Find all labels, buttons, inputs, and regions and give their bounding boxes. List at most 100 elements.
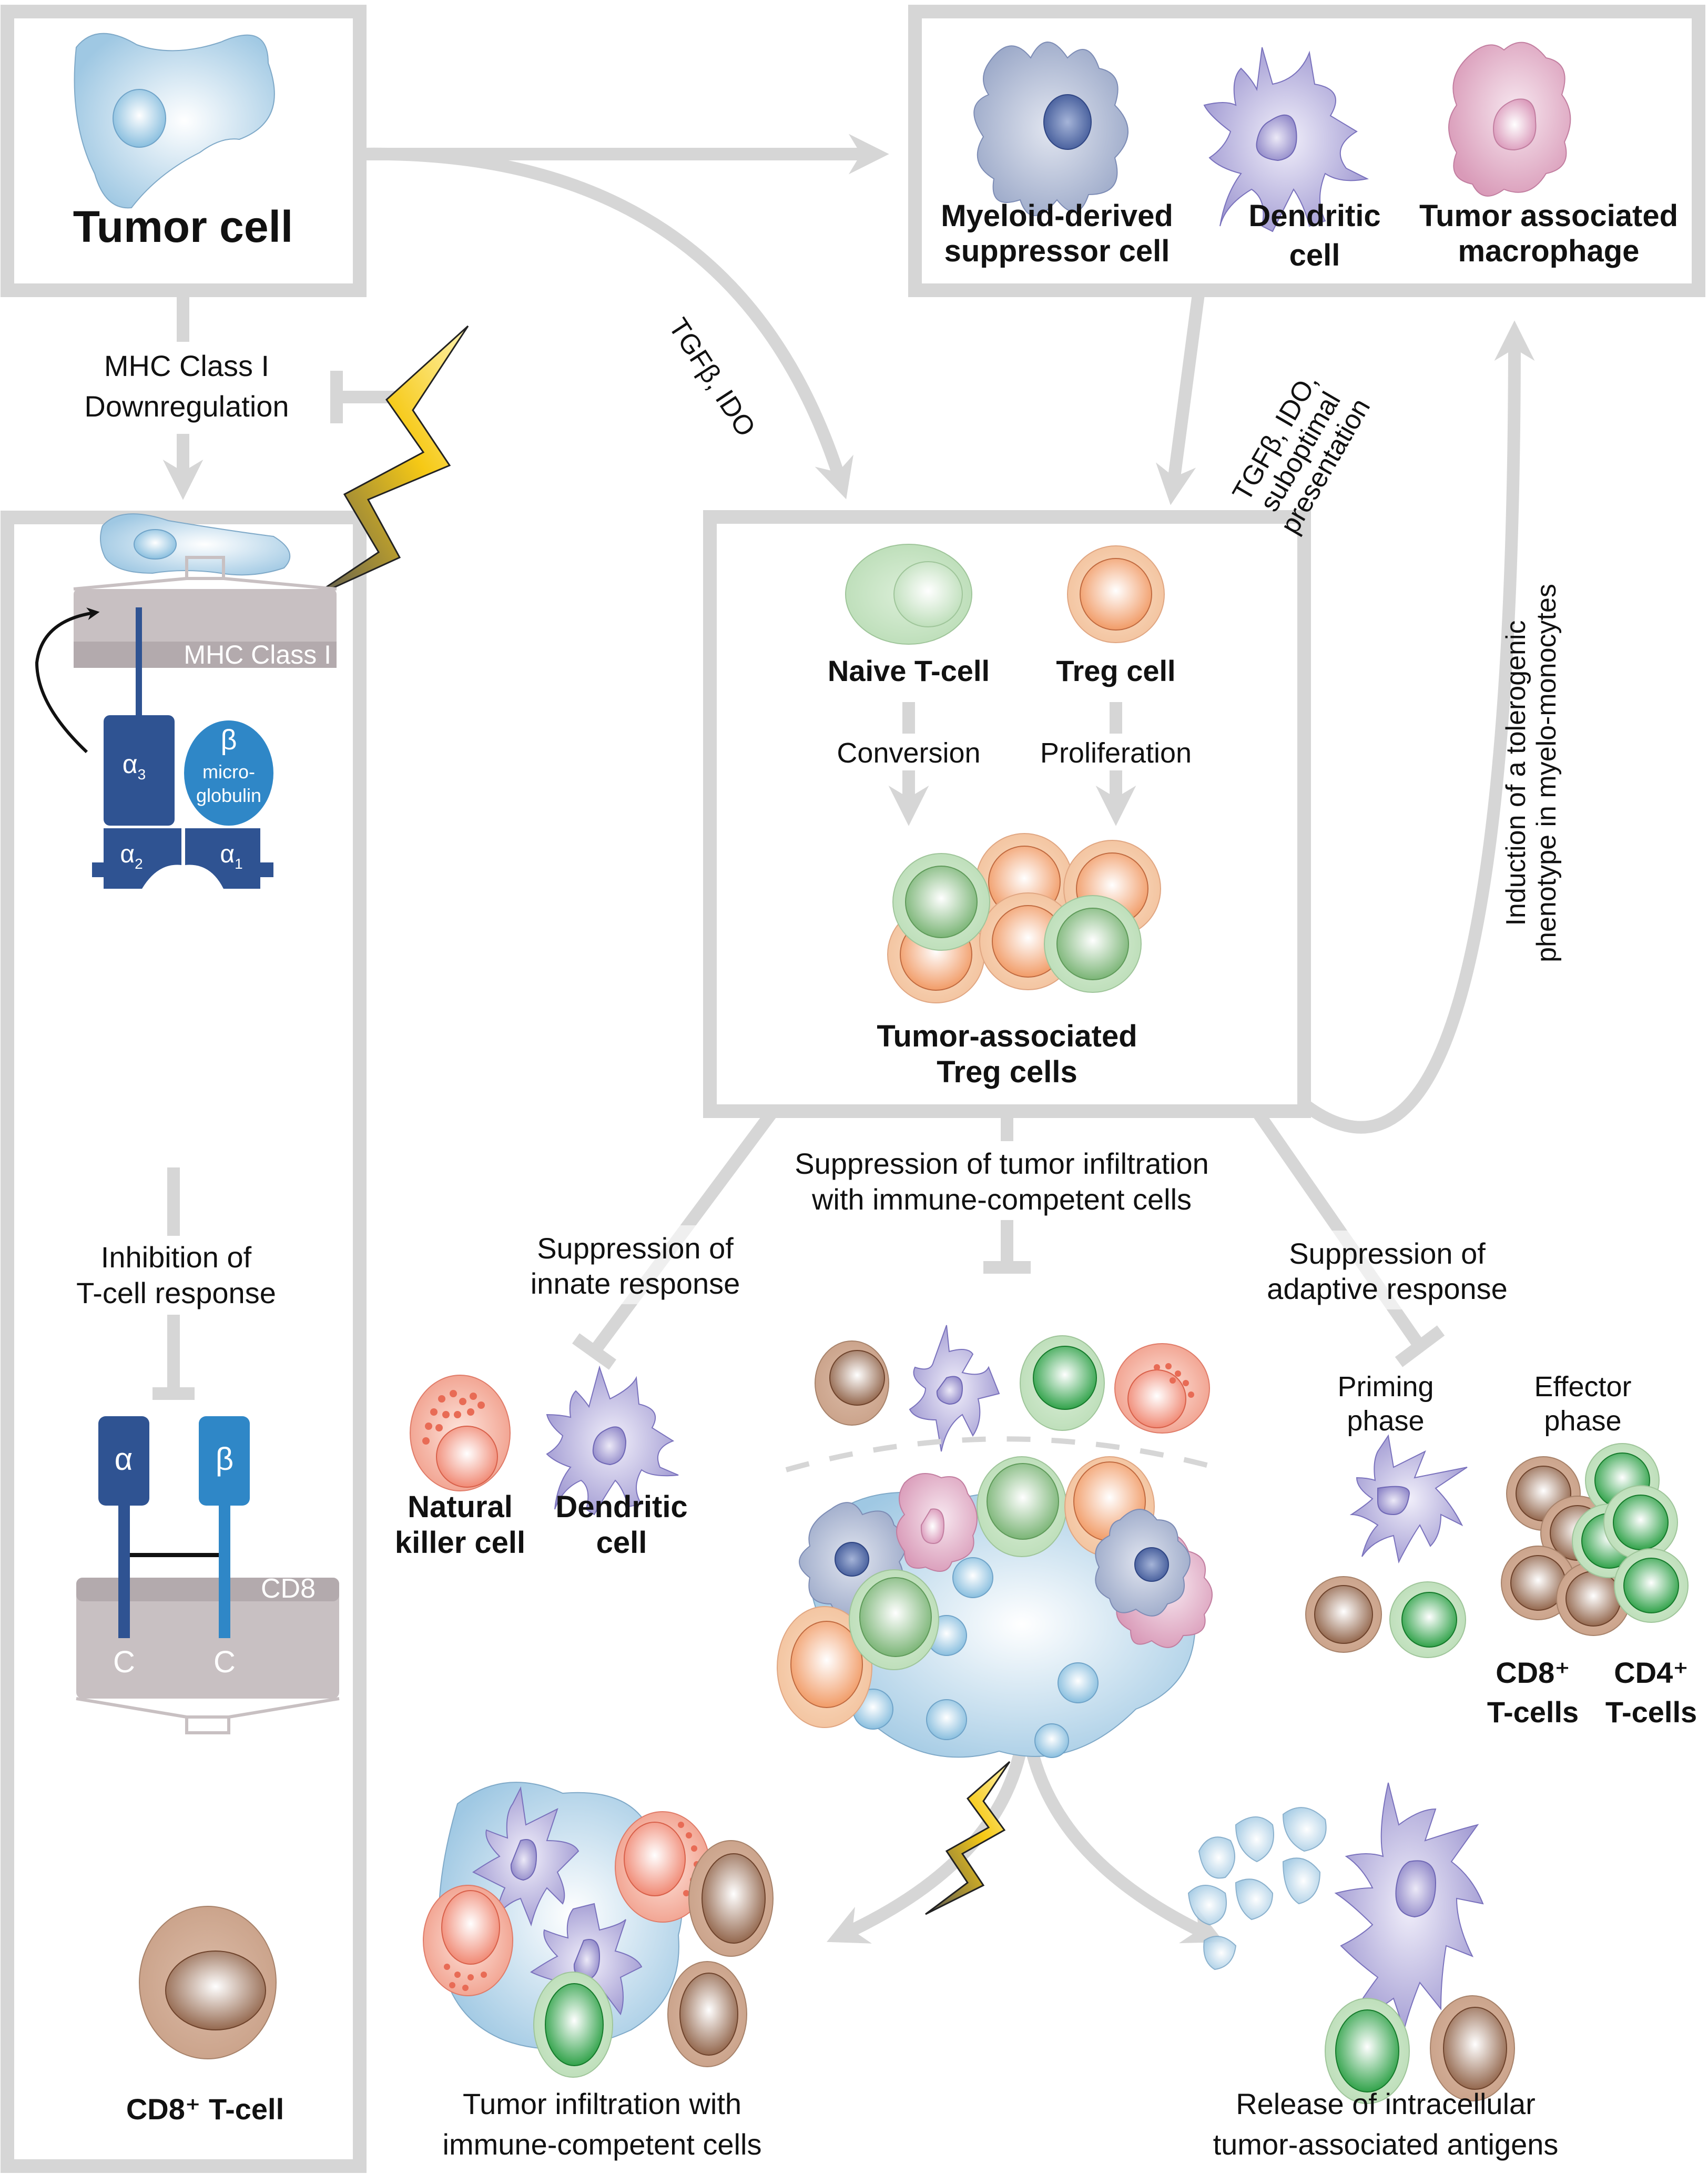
treg-title-line2: Treg cells xyxy=(937,1055,1077,1089)
cd8-zoom-box xyxy=(185,1715,230,1734)
immune-cells-outside-tumor xyxy=(815,1325,1210,1452)
cd8-tcell-illustration xyxy=(139,1906,277,2059)
mhc-panel-box xyxy=(1,511,367,2173)
dendritic-cell-illustration xyxy=(1203,47,1369,232)
conversion-bg xyxy=(820,734,999,770)
infiltrated-tumor-illustration xyxy=(423,1782,774,2078)
mhc-label-bg xyxy=(74,342,305,434)
tcr-alpha-label: α xyxy=(115,1441,133,1477)
tcr-alpha-chain xyxy=(98,1416,149,1506)
mdsc-illustration xyxy=(973,42,1128,216)
mhc-class-label: MHC Class I xyxy=(184,640,331,669)
suppression-infiltration-line1: Suppression of tumor infiltration xyxy=(795,1147,1209,1180)
treg-cell-illustration xyxy=(1067,545,1165,643)
mhc-membrane-shadow xyxy=(74,642,337,668)
tumor-cell-title: Tumor cell xyxy=(73,202,293,251)
mhc-stalk xyxy=(136,607,142,718)
outcome-release-line1: Release of intracellular xyxy=(1236,2087,1536,2120)
mhc-panel-tumor-cell xyxy=(73,513,337,591)
cd8-membrane xyxy=(76,1578,339,1699)
antigen-release-illustration xyxy=(1187,1782,1515,2104)
cd8-tcells-label-line2: T-cells xyxy=(1487,1695,1579,1729)
alpha2-label: α2 xyxy=(120,840,143,872)
tcr-alpha-stalk-lower xyxy=(118,1578,130,1638)
tolerogenic-line2: phenotype in myelo-monocytes xyxy=(1531,584,1562,962)
nk-label-line2: killer cell xyxy=(395,1526,525,1560)
innate-dc-label-line2: cell xyxy=(596,1526,647,1560)
arrow-tolerogenic-induction xyxy=(1300,320,1535,1134)
myeloid-labels: Myeloid-derived suppressor cell Dendriti… xyxy=(941,199,1678,272)
cd4-tcells-label-line2: T-cells xyxy=(1605,1695,1697,1729)
beta-micro-line2: globulin xyxy=(196,785,261,806)
cd8-tcell-label: CD8⁺ T-cell xyxy=(126,2092,284,2126)
beta-micro-line1: micro- xyxy=(202,761,255,783)
arrow-myeloid-to-treg xyxy=(1155,289,1205,505)
proliferation-bg xyxy=(1020,734,1209,770)
tgfb-ido-label: TGFβ, IDO xyxy=(663,313,761,442)
inhibit-innate-bar xyxy=(572,1333,616,1370)
naive-tcell-illustration xyxy=(845,544,972,645)
treg-box xyxy=(703,510,1311,1118)
innate-label-bg xyxy=(515,1225,757,1304)
arrow-tumor-to-treg xyxy=(359,147,853,500)
beta-symbol: β xyxy=(220,724,237,756)
mhc-downregulation-line1: MHC Class I xyxy=(104,349,269,382)
cd8-membrane-top xyxy=(76,1578,339,1601)
inhibit-adaptive-line xyxy=(1252,1108,1425,1350)
suppression-adaptive-line1: Suppression of xyxy=(1289,1237,1486,1270)
tolerogenic-label: Induction of a tolerogenic phenotype in … xyxy=(1501,584,1562,962)
macrophage-illustration xyxy=(1448,42,1571,197)
mdsc-label-line2: suppressor cell xyxy=(944,234,1170,268)
inhibition-label-bg xyxy=(63,1236,289,1315)
inhibit-adaptive-bar xyxy=(1395,1325,1445,1367)
beta-microglobulin-domain xyxy=(184,720,273,826)
outcome-infiltration-line2: immune-competent cells xyxy=(443,2128,762,2161)
suppression-innate-line1: Suppression of xyxy=(537,1232,734,1265)
tcr-beta-label: β xyxy=(216,1441,234,1477)
priming-phase-illustration xyxy=(1305,1434,1468,1658)
treg-cluster-illustration xyxy=(887,833,1161,1003)
cd4-tcells-label-line1: CD4⁺ xyxy=(1614,1656,1689,1689)
tumor-cell-illustration xyxy=(74,33,275,209)
treg-cell-label: Treg cell xyxy=(1056,654,1175,687)
c-right-label: C xyxy=(214,1645,236,1679)
lightning-bolt-icon xyxy=(925,1761,1011,1915)
cd8-zoom-lines xyxy=(76,1697,340,1719)
tumor-mass-illustration xyxy=(777,1456,1213,1758)
priming-label-line1: Priming xyxy=(1337,1371,1434,1403)
outcome-infiltration-line1: Tumor infiltration with xyxy=(463,2087,741,2120)
suppression-adaptive-line2: adaptive response xyxy=(1267,1272,1508,1305)
priming-label-line2: phase xyxy=(1347,1405,1424,1437)
mdsc-label-line1: Myeloid-derived xyxy=(941,199,1173,233)
dendritic-label-line2: cell xyxy=(1289,238,1340,272)
innate-dc-label-line1: Dendritic xyxy=(555,1490,687,1524)
suppression-infiltration-line2: with immune-competent cells xyxy=(811,1183,1192,1216)
innate-dendritic-cell-illustration xyxy=(546,1365,679,1516)
alpha1-label: α1 xyxy=(220,840,242,872)
curved-arrow-icon xyxy=(35,607,100,754)
tumor-boundary-dashed-line xyxy=(785,1436,1216,1472)
inhibition-line1: Inhibition of xyxy=(101,1241,252,1274)
tcr-beta-chain xyxy=(199,1416,250,1506)
alpha3-domain xyxy=(104,715,175,826)
mhc-downregulation-line2: Downregulation xyxy=(84,390,289,423)
suppression-innate-line2: innate response xyxy=(531,1267,740,1300)
dendritic-label-line1: Dendritic xyxy=(1248,199,1380,233)
macrophage-label-line2: macrophage xyxy=(1458,234,1640,268)
tolerogenic-line1: Induction of a tolerogenic xyxy=(1501,620,1531,926)
effector-label-line2: phase xyxy=(1544,1405,1621,1437)
effector-label-line1: Effector xyxy=(1534,1371,1631,1403)
tcr-beta-stalk-lower xyxy=(219,1578,230,1638)
naive-tcell-label: Naive T-cell xyxy=(828,654,990,687)
cd8-tcells-label-line1: CD8⁺ xyxy=(1496,1656,1570,1689)
c-left-label: C xyxy=(113,1645,135,1679)
adaptive-label-bg xyxy=(1252,1231,1525,1309)
nk-label-line1: Natural xyxy=(408,1490,513,1524)
nk-cell-illustration xyxy=(410,1375,511,1491)
conversion-label: Conversion xyxy=(837,737,980,769)
treg-title-line1: Tumor-associated xyxy=(877,1019,1137,1053)
alpha1-alpha2-domain xyxy=(92,828,273,889)
inhibition-line2: T-cell response xyxy=(76,1276,276,1309)
infiltration-label-bg xyxy=(762,1141,1246,1220)
